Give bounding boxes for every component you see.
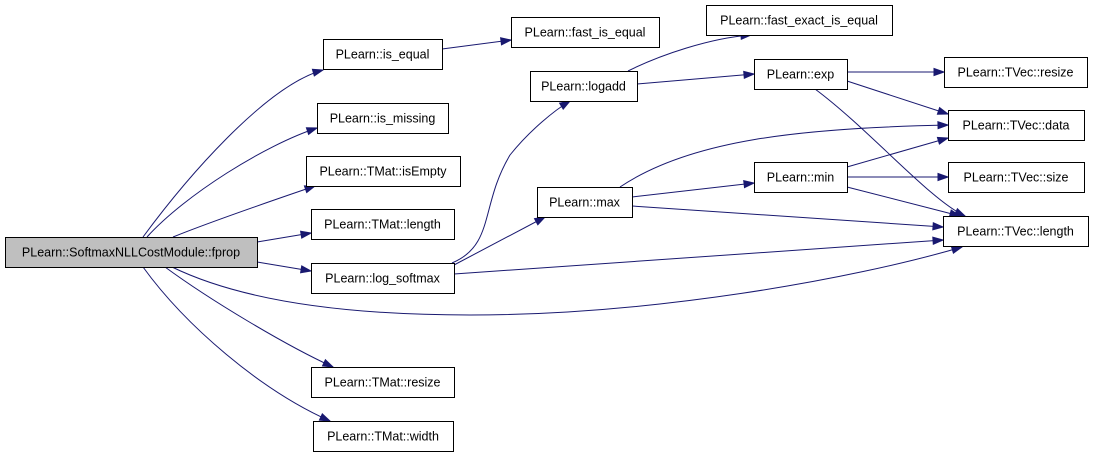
node-label: PLearn::TMat::length <box>324 218 441 232</box>
node-tvec-size[interactable]: PLearn::TVec::size <box>948 162 1085 193</box>
node-label: PLearn::TVec::length <box>957 225 1074 239</box>
node-exp[interactable]: PLearn::exp <box>754 59 848 90</box>
node-label: PLearn::logadd <box>541 80 626 94</box>
call-nodes: PLearn::SoftmaxNLLCostModule::fpropPLear… <box>5 5 1089 452</box>
node-log-softmax[interactable]: PLearn::log_softmax <box>311 263 455 294</box>
call-edges <box>142 31 967 422</box>
node-logadd[interactable]: PLearn::logadd <box>530 71 638 102</box>
edge-max-to-tvec-length <box>631 205 945 231</box>
node-fast-exact-is-equal[interactable]: PLearn::fast_exact_is_equal <box>706 5 893 36</box>
node-label: PLearn::is_missing <box>330 112 436 126</box>
node-fprop[interactable]: PLearn::SoftmaxNLLCostModule::fprop <box>5 237 258 268</box>
node-label: PLearn::exp <box>767 68 834 82</box>
node-is-missing[interactable]: PLearn::is_missing <box>317 103 449 134</box>
node-label: PLearn::TMat::resize <box>324 376 440 390</box>
node-label: PLearn::max <box>549 196 621 210</box>
edge-min-to-tvec-data <box>846 136 950 168</box>
edge-fprop-to-tmat-resize <box>164 266 335 368</box>
edge-fprop-to-log-softmax <box>256 261 313 274</box>
edge-fprop-to-is-missing <box>146 127 319 238</box>
edge-min-to-tvec-size <box>847 172 950 182</box>
node-min[interactable]: PLearn::min <box>754 162 848 193</box>
node-label: PLearn::TVec::resize <box>957 66 1073 80</box>
edge-log-softmax-to-tvec-length <box>453 236 945 275</box>
node-label: PLearn::log_softmax <box>325 272 440 286</box>
edge-max-to-min <box>631 180 756 198</box>
edge-logadd-to-exp <box>636 70 756 85</box>
edge-is-equal-to-fast-is-equal <box>441 37 513 50</box>
edge-fprop-to-tvec-length <box>171 245 964 316</box>
edge-exp-to-tvec-length <box>814 88 967 217</box>
node-tvec-length[interactable]: PLearn::TVec::length <box>943 216 1089 247</box>
node-label: PLearn::TMat::width <box>327 430 439 444</box>
node-label: PLearn::min <box>767 171 834 185</box>
node-max[interactable]: PLearn::max <box>537 187 633 218</box>
node-tvec-resize[interactable]: PLearn::TVec::resize <box>944 57 1088 88</box>
edge-fprop-to-tmat-isempty <box>172 185 317 238</box>
node-label: PLearn::fast_exact_is_equal <box>720 14 878 28</box>
node-fast-is-equal[interactable]: PLearn::fast_is_equal <box>511 17 660 48</box>
node-label: PLearn::TVec::data <box>962 119 1069 133</box>
edge-fprop-to-tmat-width <box>142 266 332 422</box>
edge-fprop-to-tmat-length <box>256 230 313 243</box>
node-label: PLearn::TMat::isEmpty <box>319 165 447 179</box>
edge-exp-to-tvec-resize <box>847 67 946 77</box>
node-tvec-data[interactable]: PLearn::TVec::data <box>948 110 1085 141</box>
node-tmat-length[interactable]: PLearn::TMat::length <box>311 209 455 240</box>
node-label: PLearn::fast_is_equal <box>525 26 646 40</box>
node-label: PLearn::SoftmaxNLLCostModule::fprop <box>22 246 240 260</box>
node-label: PLearn::is_equal <box>336 48 430 62</box>
node-tmat-width[interactable]: PLearn::TMat::width <box>313 421 454 452</box>
node-is-equal[interactable]: PLearn::is_equal <box>323 39 443 70</box>
node-tmat-isempty[interactable]: PLearn::TMat::isEmpty <box>306 156 461 187</box>
edge-log-softmax-to-max <box>453 216 547 266</box>
edge-log-softmax-to-logadd <box>451 100 572 264</box>
edge-fprop-to-is-equal <box>142 68 325 238</box>
node-tmat-resize[interactable]: PLearn::TMat::resize <box>311 367 455 398</box>
edge-max-to-tvec-data <box>619 121 950 188</box>
edge-exp-to-tvec-data <box>846 80 950 115</box>
node-label: PLearn::TVec::size <box>964 171 1069 185</box>
